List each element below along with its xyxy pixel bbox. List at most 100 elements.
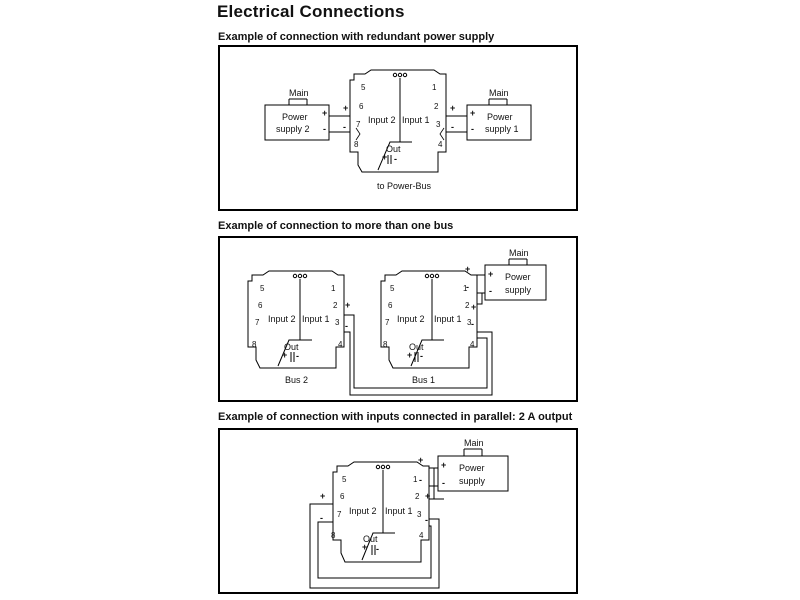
svg-text:Power: Power: [505, 272, 531, 282]
svg-text:Main: Main: [464, 438, 484, 448]
terminal-7: 7: [356, 120, 361, 129]
svg-text:supply: supply: [505, 285, 532, 295]
module-a-input-2: Input 2: [268, 314, 296, 324]
terminal-2: 2: [434, 102, 439, 111]
module-a-out: Out: [284, 342, 299, 352]
power-supply-box: [437, 455, 509, 492]
wires-parallel: [309, 467, 444, 589]
svg-text:+: +: [488, 269, 493, 279]
svg-text:8: 8: [252, 340, 257, 349]
wires-bus: [344, 274, 493, 396]
svg-text:-: -: [419, 475, 422, 485]
section-1-caption: Example of connection with redundant pow…: [218, 31, 495, 43]
svg-text:6: 6: [340, 492, 345, 501]
svg-text:2: 2: [415, 492, 420, 501]
svg-text:-: -: [376, 544, 379, 554]
svg-text:-: -: [451, 122, 454, 132]
supply-1-line2: supply 1: [485, 124, 519, 134]
svg-text:-: -: [345, 321, 348, 331]
svg-text:+: +: [471, 302, 476, 312]
svg-text:+: +: [320, 491, 325, 501]
svg-text:-: -: [471, 124, 474, 134]
svg-text:3: 3: [417, 510, 422, 519]
svg-text:5: 5: [342, 475, 347, 484]
svg-text:-: -: [323, 124, 326, 134]
svg-text:4: 4: [419, 531, 424, 540]
module-b-input-2: Input 2: [397, 314, 425, 324]
svg-text:+: +: [450, 103, 455, 113]
power-supply-box: [484, 264, 547, 301]
svg-text:2: 2: [465, 301, 470, 310]
multi-bus-diagram: 5 6 7 8 1 2 3 4 Input 2 Input 1 Out + - …: [247, 248, 547, 396]
svg-text:+: +: [418, 455, 423, 465]
module-outline: [332, 461, 430, 563]
svg-text:2: 2: [333, 301, 338, 310]
svg-text:-: -: [343, 122, 346, 132]
svg-text:7: 7: [385, 318, 390, 327]
svg-text:+: +: [407, 350, 412, 360]
svg-text:4: 4: [470, 340, 475, 349]
power-supply-2-box: [264, 104, 330, 141]
svg-text:-: -: [466, 282, 469, 292]
out-label: Out: [363, 534, 378, 544]
bus-1-label: Bus 1: [412, 375, 435, 385]
redundant-supply-diagram: 5 6 7 8 1 2 3 4 Input 2 Input 1 Out + - …: [264, 69, 532, 191]
svg-text:+: +: [441, 460, 446, 470]
svg-text:+: +: [470, 108, 475, 118]
out-plus-sign: +: [382, 152, 387, 162]
supply-2-line1: Power: [282, 112, 308, 122]
section-2-caption: Example of connection to more than one b…: [218, 220, 454, 232]
svg-text:+: +: [345, 300, 350, 310]
svg-text:Main: Main: [509, 248, 529, 258]
svg-text:+: +: [425, 491, 430, 501]
terminal-5: 5: [361, 83, 366, 92]
page-title: Electrical Connections: [217, 2, 405, 21]
diagram-panel-3: 5 6 7 8 1 2 3 4 Input 2 Input 1 Out + - …: [218, 428, 578, 594]
terminal-4: 4: [438, 140, 443, 149]
svg-text:7: 7: [337, 510, 342, 519]
module-b-out: Out: [409, 342, 424, 352]
svg-text:-: -: [296, 351, 299, 361]
svg-text:3: 3: [335, 318, 340, 327]
svg-text:4: 4: [338, 340, 343, 349]
svg-text:1: 1: [463, 284, 468, 293]
supply-1-line1: Power: [487, 112, 513, 122]
power-supply-1-box: [466, 104, 532, 141]
svg-text:Power: Power: [459, 463, 485, 473]
svg-text:-: -: [442, 478, 445, 488]
bus-label: to Power-Bus: [377, 181, 432, 191]
svg-text:5: 5: [390, 284, 395, 293]
module-b-input-1: Input 1: [434, 314, 462, 324]
main-label-right: Main: [489, 88, 509, 98]
input-2-label: Input 2: [368, 115, 396, 125]
module-a-input-1: Input 1: [302, 314, 330, 324]
bus-2-label: Bus 2: [285, 375, 308, 385]
diagram-panel-2: 5 6 7 8 1 2 3 4 Input 2 Input 1 Out + - …: [218, 236, 578, 402]
main-label-left: Main: [289, 88, 309, 98]
svg-text:8: 8: [331, 531, 336, 540]
section-3-caption: Example of connection with inputs connec…: [218, 411, 573, 423]
terminal-8: 8: [354, 140, 359, 149]
svg-text:8: 8: [383, 340, 388, 349]
svg-text:5: 5: [260, 284, 265, 293]
out-label: Out: [386, 144, 401, 154]
input-1-label: Input 1: [402, 115, 430, 125]
svg-text:+: +: [343, 103, 348, 113]
module-a-outline: [247, 270, 345, 369]
svg-text:6: 6: [388, 301, 393, 310]
svg-text:3: 3: [467, 318, 472, 327]
svg-text:-: -: [425, 515, 428, 525]
supply-2-line2: supply 2: [276, 124, 310, 134]
svg-text:-: -: [489, 286, 492, 296]
svg-text:1: 1: [413, 475, 418, 484]
input-1-label: Input 1: [385, 506, 413, 516]
diagram-panel-1: 5 6 7 8 1 2 3 4 Input 2 Input 1 Out + - …: [218, 45, 578, 211]
parallel-inputs-diagram: 5 6 7 8 1 2 3 4 Input 2 Input 1 Out + - …: [309, 438, 509, 589]
terminal-6: 6: [359, 102, 364, 111]
svg-text:7: 7: [255, 318, 260, 327]
svg-text:+: +: [362, 542, 367, 552]
svg-text:+: +: [465, 264, 470, 274]
svg-text:-: -: [420, 351, 423, 361]
out-minus-sign: -: [394, 154, 397, 164]
svg-text:6: 6: [258, 301, 263, 310]
